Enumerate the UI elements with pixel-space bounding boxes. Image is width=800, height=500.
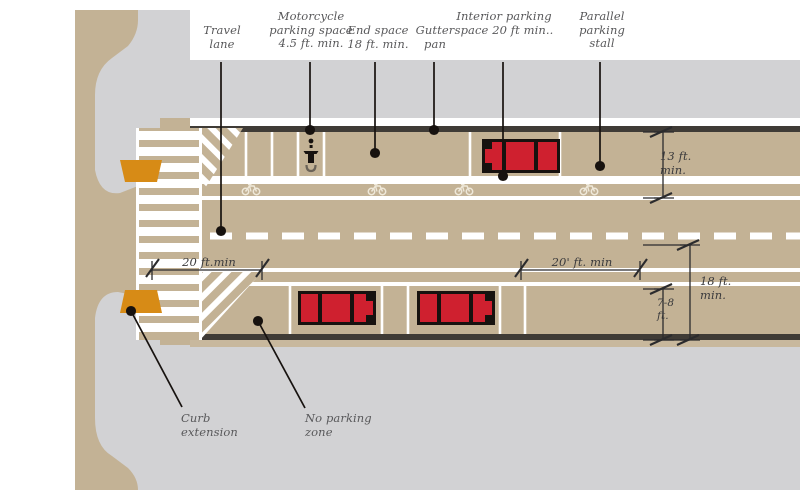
dimension-label-18ft: 18 ft. min. <box>700 274 732 302</box>
callout-label-curb-extension: Curb extension <box>181 411 238 439</box>
sidewalk-lower <box>95 292 190 490</box>
bottom-gutter-edge <box>190 340 800 347</box>
bike-lane-line-top <box>138 181 800 184</box>
bottom-stall-dividers <box>288 286 527 334</box>
callout-label-interior-space: Interior parking space 20 ft min.. <box>454 9 554 37</box>
dimension-lines <box>145 126 700 346</box>
lower-lane-line <box>138 268 800 272</box>
top-sidewalk-edge <box>190 118 800 126</box>
callout-label-travel-lane: Travel lane <box>203 23 241 51</box>
bike-lane-line-bottom <box>138 196 800 200</box>
dimension-label-7-8ft: 7-8 ft. <box>657 297 675 322</box>
parked-car-top <box>482 139 560 173</box>
bottom-curb-line <box>190 334 800 340</box>
sidewalk-upper <box>95 10 190 194</box>
callout-label-parallel-stall: Parallel parking stall <box>579 9 625 50</box>
bottom-sidewalk <box>190 347 800 490</box>
curb-ramp-upper <box>120 160 162 182</box>
bottom-gutter-pan <box>200 282 800 286</box>
callout-label-no-parking-zone: No parking zone <box>305 411 372 439</box>
top-sidewalk <box>190 60 800 118</box>
parked-car-bottom <box>298 291 376 325</box>
motorcycle-icon <box>303 138 319 173</box>
dimension-label-13ft: 13 ft. min. <box>660 149 692 177</box>
parked-car-bottom <box>417 291 495 325</box>
callout-label-end-space: End space 18 ft. min. <box>347 23 409 51</box>
callout-label-gutter-pan: Gutter pan <box>415 23 455 51</box>
callout-label-motorcycle-space: Motorcycle parking space 4.5 ft. min. <box>269 9 353 50</box>
dimension-label-20ft-right: 20' ft. min <box>551 255 613 269</box>
callout-leaders <box>125 62 606 409</box>
top-stall-dividers <box>244 132 562 178</box>
dimension-label-20ft-left: 20 ft.min <box>182 255 236 269</box>
top-curb-line <box>190 126 800 132</box>
